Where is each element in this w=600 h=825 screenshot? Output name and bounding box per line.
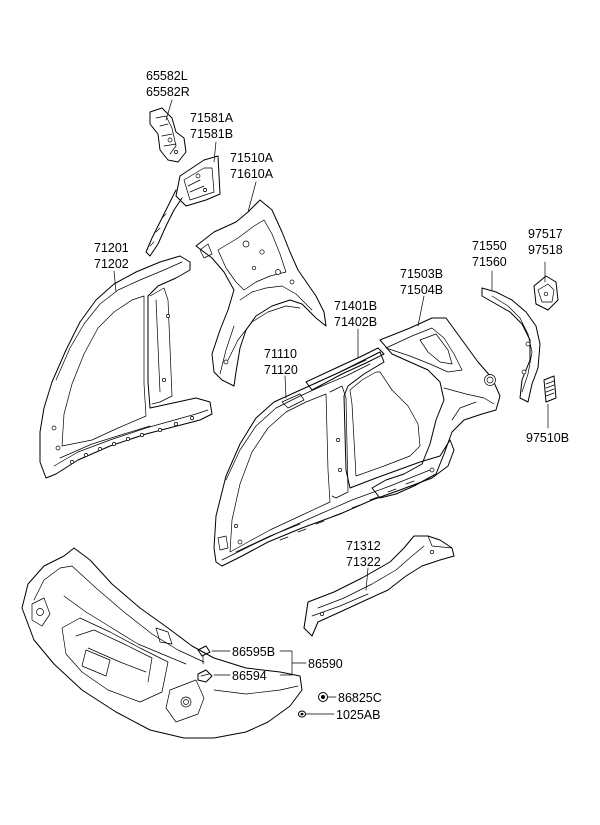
leader-65582 <box>165 99 173 121</box>
label-86595b: 86595B <box>232 645 275 659</box>
part-front-bumper <box>21 547 303 739</box>
label-71503b: 71503B <box>400 267 443 281</box>
label-71401b: 71401B <box>334 299 377 313</box>
part-71201-side-outer-front <box>39 255 213 479</box>
leader-71503 <box>417 295 425 327</box>
part-97517-bracket <box>533 275 559 311</box>
label-71312: 71312 <box>346 539 381 553</box>
label-71120: 71120 <box>264 363 298 377</box>
label-65582r: 65582R <box>146 85 190 99</box>
part-71110-side-outer-main <box>213 347 455 567</box>
leader-71510 <box>247 181 257 213</box>
part-97510b-grille <box>543 375 557 403</box>
part-71510-quarter-inner <box>195 199 327 387</box>
leader-86590-bracket <box>279 650 307 676</box>
label-71202: 71202 <box>94 257 129 271</box>
fastener-86594 <box>197 669 213 683</box>
leader-lines <box>113 99 549 715</box>
label-71402b: 71402B <box>334 315 377 329</box>
part-65582-bracket <box>149 107 187 163</box>
part-71503-quarter-outer <box>371 317 501 499</box>
leader-71312 <box>365 567 369 591</box>
label-86825c: 86825C <box>338 691 382 705</box>
label-97518: 97518 <box>528 243 563 257</box>
fastener-86825c <box>318 692 328 702</box>
label-71581a: 71581A <box>190 111 234 125</box>
label-65582l: 65582L <box>146 69 188 83</box>
label-97510b: 97510B <box>526 431 569 445</box>
label-71201: 71201 <box>94 241 129 255</box>
label-71550: 71550 <box>472 239 507 253</box>
leader-71110 <box>284 375 287 399</box>
part-71550-rear-strip <box>481 287 541 403</box>
label-97517: 97517 <box>528 227 563 241</box>
fastener-86595b <box>197 645 211 665</box>
label-1025ab: 1025AB <box>336 708 380 722</box>
label-71322: 71322 <box>346 555 381 569</box>
leader-71581 <box>213 141 217 163</box>
label-71610a: 71610A <box>230 167 274 181</box>
label-71510a: 71510A <box>230 151 274 165</box>
label-71110: 71110 <box>264 347 297 361</box>
label-71560: 71560 <box>472 255 507 269</box>
label-71581b: 71581B <box>190 127 233 141</box>
fastener-1025ab <box>298 710 306 718</box>
part-71312-sill <box>303 535 455 637</box>
part-71581-panel <box>145 155 221 257</box>
leader-71201 <box>113 270 117 293</box>
label-71504b: 71504B <box>400 283 443 297</box>
part-number-labels: 65582L 65582R 71581A 71581B 71510A 71610… <box>94 69 569 722</box>
label-86594: 86594 <box>232 669 267 683</box>
label-86590: 86590 <box>308 657 343 671</box>
